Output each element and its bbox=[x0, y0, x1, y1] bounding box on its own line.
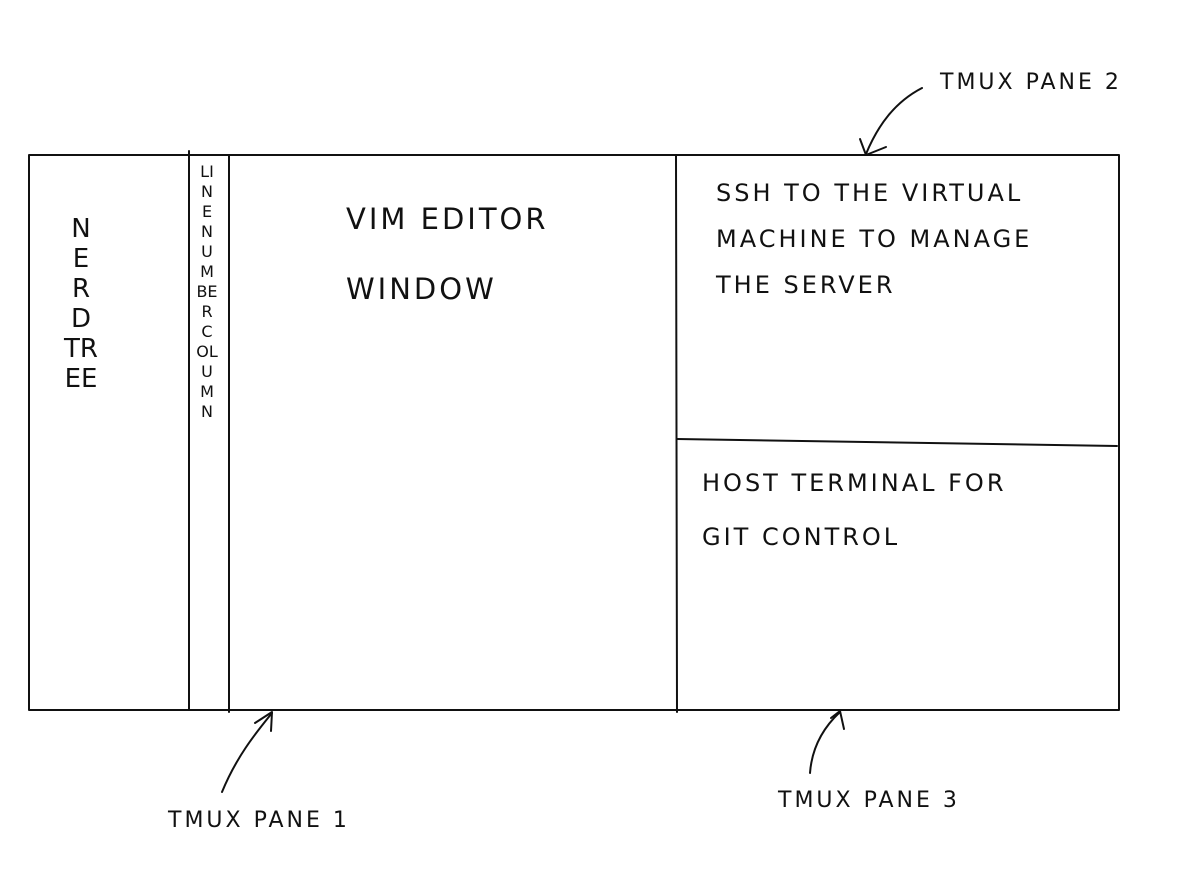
pane-vertical-divider bbox=[675, 154, 678, 713]
nerdtree-label: NERDTREE bbox=[64, 214, 98, 394]
screen-outline bbox=[28, 154, 1120, 711]
pane-horizontal-divider bbox=[676, 438, 1118, 447]
vim-editor-label-line-1: VIM EDITOR bbox=[346, 202, 549, 236]
ssh-pane-label-line-2: MACHINE TO MANAGE bbox=[716, 225, 1033, 253]
host-terminal-label-line-1: HOST TERMINAL FOR bbox=[702, 469, 1007, 497]
host-terminal-label: HOST TERMINAL FOR GIT CONTROL bbox=[702, 456, 1007, 564]
pane-2-arrow bbox=[865, 87, 923, 155]
ssh-pane-label-line-3: THE SERVER bbox=[716, 271, 896, 299]
tmux-pane-3-label: TMUX PANE 3 bbox=[778, 788, 960, 813]
host-terminal-label-line-2: GIT CONTROL bbox=[702, 523, 901, 551]
pane-3-arrowhead bbox=[830, 710, 845, 730]
vim-editor-label-line-2: WINDOW bbox=[346, 272, 497, 306]
tmux-pane-1-label: TMUX PANE 1 bbox=[168, 808, 350, 833]
ssh-pane-label-line-1: SSH TO THE VIRTUAL bbox=[716, 179, 1024, 207]
pane-3-arrow bbox=[809, 711, 841, 774]
tmux-pane-2-label: TMUX PANE 2 bbox=[940, 70, 1122, 95]
vim-editor-label: VIM EDITOR WINDOW bbox=[346, 200, 646, 308]
pane-1-arrowhead bbox=[254, 711, 273, 732]
ssh-pane-label: SSH TO THE VIRTUAL MACHINE TO MANAGE THE… bbox=[716, 170, 1032, 308]
pane-2-arrowhead bbox=[859, 138, 887, 156]
pane-1-arrow bbox=[221, 712, 273, 793]
line-number-column-label: LINE NUMBER COLUMN bbox=[196, 162, 218, 421]
